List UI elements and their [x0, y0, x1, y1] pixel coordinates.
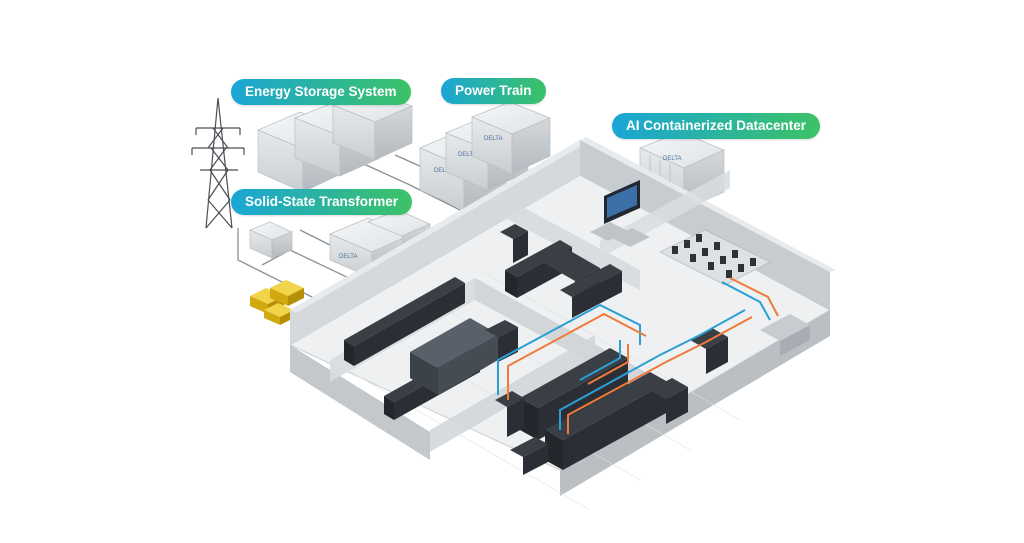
server-rack-icon: [500, 224, 622, 318]
power-train-containers: DELTA DELTA DELTA: [419, 101, 551, 211]
container-icon: [249, 221, 293, 259]
cooling-pipes: [497, 277, 779, 434]
energy-storage-label: Energy Storage System: [231, 79, 411, 105]
generator-icon: [250, 280, 304, 325]
brand-mark: DELTA: [458, 152, 476, 158]
brand-mark: DELTA: [434, 168, 452, 174]
container-icon: DELTA: [471, 101, 551, 175]
server-rack-icon: [495, 348, 688, 475]
server-rack-icon: [344, 277, 518, 420]
control-monitor-icon: [590, 180, 650, 247]
brand-mark: DELTA: [339, 254, 357, 260]
brand-mark: DELTA: [663, 156, 681, 162]
ai-datacenter-label: AI Containerized Datacenter: [612, 113, 821, 139]
energy-storage-containers: [257, 91, 413, 193]
brand-mark: DELTA: [484, 136, 502, 142]
power-pylon-icon: [191, 97, 245, 229]
cooling-units: [659, 229, 810, 374]
solid-state-transformer-label: Solid-State Transformer: [231, 189, 413, 215]
power-train-label: Power Train: [441, 78, 546, 104]
